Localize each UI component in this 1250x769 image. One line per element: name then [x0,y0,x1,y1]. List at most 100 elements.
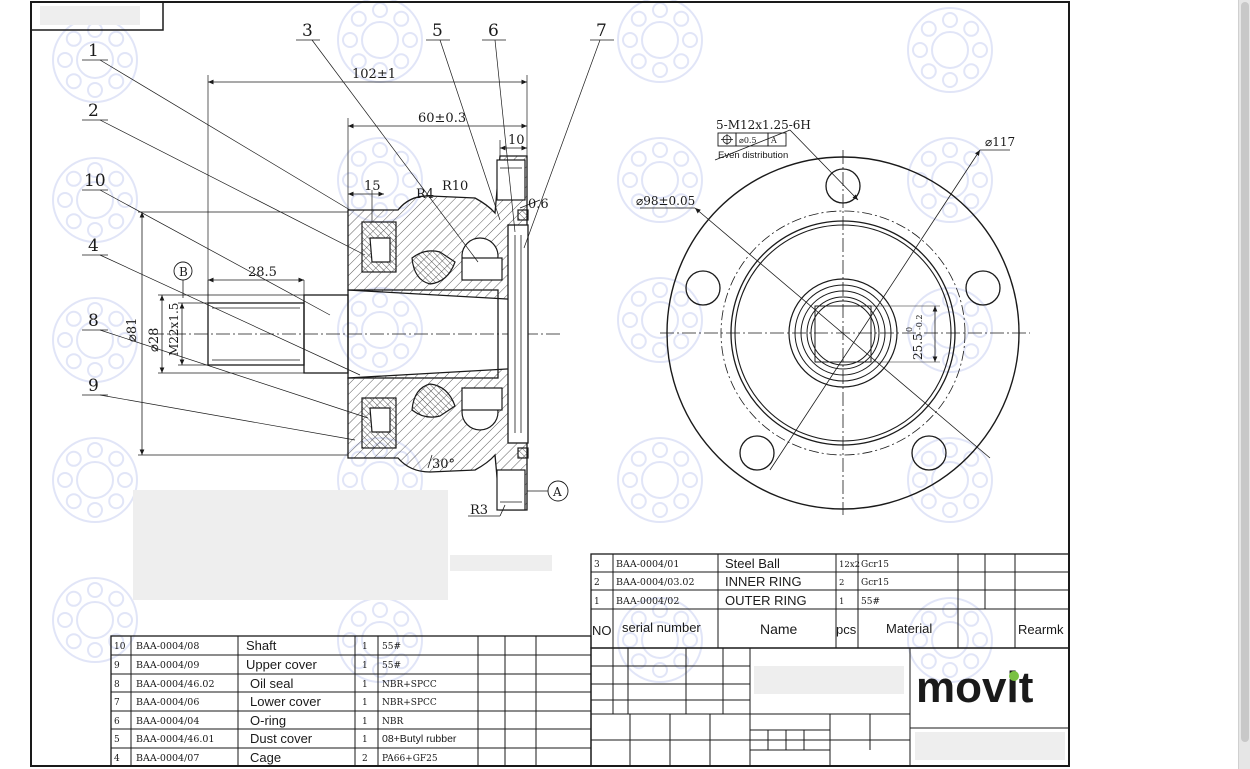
bom-right-material: Gcr15 [861,578,889,588]
position-tolerance: ⌀0.5 [739,136,757,145]
watermark-ball-icon [372,352,388,368]
watermark-ball-icon [963,493,980,510]
vertical-scrollbar[interactable] [1238,0,1250,769]
bom-right-pcs: 2 [839,578,844,588]
even-distribution-label: Even distribution [718,150,788,161]
watermark-ball-icon [630,193,647,210]
watermark-ball-icon [393,653,410,670]
watermark-bearing-icon [641,621,679,659]
watermark-ball-icon [920,150,937,167]
watermark-ball-icon [350,10,367,27]
bom-left-no: 4 [114,754,120,764]
scrollbar-thumb[interactable] [1241,2,1249,742]
watermark-bearing-icon [931,161,969,199]
watermark-bearing-icon [52,577,138,663]
watermark-ball-icon [652,2,668,18]
balloon-6: 6 [488,21,499,41]
bom-left-code: BAA-0004/06 [136,697,199,708]
watermark-ball-icon [912,172,928,188]
watermark-ball-icon [673,653,690,670]
bom-right-material: Gcr15 [861,560,889,570]
balloon-4: 4 [88,236,99,256]
watermark-ball-icon [963,653,980,670]
watermark-ball-icon [652,342,668,358]
bom-left-code: BAA-0004/09 [136,660,199,671]
watermark-ball-icon [108,633,125,650]
watermark-ball-icon [652,62,668,78]
watermark-ball-icon [108,310,125,327]
section-view [82,39,614,517]
watermark-ball-icon [108,450,125,467]
watermark-ball-icon [117,332,133,348]
watermark-bearing-icon [907,437,993,523]
watermark-ball-icon [342,632,358,648]
watermark-ball-icon [920,493,937,510]
datum-b-label: B [179,265,188,279]
watermark-ball-icon [65,73,82,90]
bom-left-material: NBR+SPCC [382,698,437,708]
watermark-bearing-icon [931,621,969,659]
bom-left-pcs: 1 [362,680,368,690]
watermark-ball-icon [912,42,928,58]
bom-right-no: 3 [594,560,600,570]
dim-flange-width: 10 [508,133,525,148]
balloon-10: 10 [84,171,106,191]
bom-left-name: Upper cover [246,657,317,672]
watermark-bearing-icon [931,461,969,499]
watermark-ball-icon [117,472,133,488]
watermark-ball-icon [912,472,928,488]
watermark-ball-icon [652,442,668,458]
dim-dia-28: ⌀28 [147,328,162,352]
bom-right-no: 2 [594,578,600,588]
watermark-bearing-icon [641,461,679,499]
bom-left-material: 08+Butyl rubber [382,733,457,745]
bom-right-code: BAA-0004/01 [616,559,679,570]
watermark-ball-icon [963,343,980,360]
watermark-ball-icon [652,502,668,518]
balloon-9: 9 [88,376,99,396]
bom-right-name: Steel Ball [725,556,780,571]
watermark-ball-icon [350,193,367,210]
watermark-bearing-icon [52,437,138,523]
watermark-ball-icon [350,53,367,70]
bom-right-name: OUTER RING [725,593,807,608]
watermark-ball-icon [630,53,647,70]
watermark-ball-icon [942,12,958,28]
bom-left-code: BAA-0004/04 [136,716,199,727]
bom-right-code: BAA-0004/03.02 [616,577,695,588]
bore-tol-upper: 0 [905,327,914,332]
redaction-blocks [133,490,1065,760]
watermark-ball-icon [402,172,418,188]
watermark-ball-icon [393,343,410,360]
watermark-ball-icon [57,612,73,628]
watermark-ball-icon [673,150,690,167]
balloon-3: 3 [302,21,313,41]
watermark-ball-icon [87,582,103,598]
bom-right-no: 1 [594,597,600,607]
bom-right-code: BAA-0004/02 [616,596,679,607]
bom-left-no: 9 [114,661,120,671]
bom-left-name: O-ring [250,713,286,728]
header-remark: Rearmk [1018,622,1064,637]
watermark-ball-icon [673,450,690,467]
watermark-ball-icon [630,493,647,510]
watermark-ball-icon [65,590,82,607]
watermark-ball-icon [65,170,82,187]
watermark-ball-icon [972,632,988,648]
watermark-ball-icon [65,30,82,47]
watermark-ball-icon [87,442,103,458]
watermark-bearing-icon [617,0,703,83]
balloon-1: 1 [88,41,99,61]
datum-a-label: A [552,485,562,499]
watermark-bearing-icon [361,621,399,659]
bom-left-name: Shaft [246,638,277,653]
bom-left-code: BAA-0004/46.01 [136,734,215,745]
watermark-ball-icon [963,300,980,317]
watermark-ball-icon [342,172,358,188]
watermark-ball-icon [673,610,690,627]
header-material: Material [886,621,932,636]
watermark-ball-icon [673,333,690,350]
watermark-ball-icon [652,202,668,218]
watermark-bearing-icon [641,21,679,59]
watermark-ball-icon [402,472,418,488]
